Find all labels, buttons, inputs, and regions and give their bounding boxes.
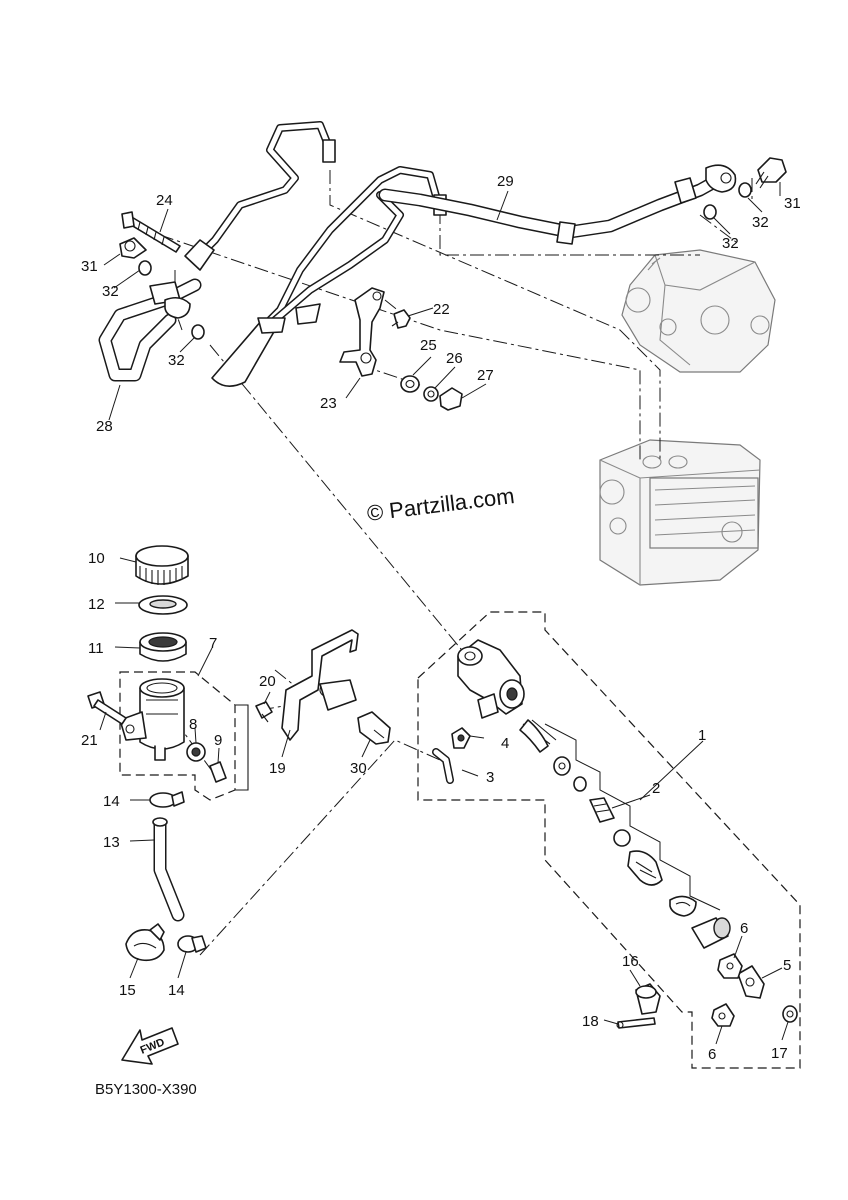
callout-12: 12: [88, 596, 105, 613]
abs-hydraulic-unit: [599, 439, 761, 586]
callout-1: 1: [698, 727, 706, 744]
bolt-22: [391, 309, 411, 329]
callout-6-lower: 6: [708, 1046, 716, 1063]
nut-27: [439, 387, 463, 411]
callout-26: 26: [446, 350, 463, 367]
gasket-32-a: [138, 260, 152, 276]
callout-8: 8: [189, 716, 197, 733]
reservoir-tank-7: [119, 678, 185, 761]
callout-9: 9: [214, 732, 222, 749]
callout-32-c: 32: [752, 214, 769, 231]
collar-9: [209, 761, 227, 783]
callout-31-left: 31: [81, 258, 98, 275]
bracket-19: [281, 629, 359, 741]
callout-25: 25: [420, 337, 437, 354]
hose-joint-3: [432, 748, 454, 784]
union-bolt-31-left: [119, 237, 147, 259]
assembly-outline-1: [417, 611, 801, 1069]
master-cylinder-body-1: [457, 639, 525, 719]
callout-15: 15: [119, 982, 136, 999]
hose-clamp-14-top: [149, 791, 185, 808]
diaphragm-plate-12: [138, 595, 188, 615]
cotter-pin-18: [616, 1017, 656, 1029]
callout-10: 10: [88, 550, 105, 567]
collar-26: [423, 386, 439, 402]
cylinder-kit-2: [519, 719, 731, 949]
reservoir-hose-13: [152, 817, 185, 922]
reservoir-cap-10: [135, 545, 189, 585]
union-bolt-31-right: [755, 157, 787, 189]
callout-21: 21: [81, 732, 98, 749]
callout-6-upper: 6: [740, 920, 748, 937]
grommet-8: [186, 742, 206, 762]
diaphragm-11: [139, 632, 187, 662]
callout-32-b: 32: [168, 352, 185, 369]
watermark: © Partzilla.com: [366, 483, 516, 526]
hose-clamp-15: [125, 923, 165, 962]
bolt-21: [87, 691, 127, 725]
callout-28: 28: [96, 418, 113, 435]
callout-31-right: 31: [784, 195, 801, 212]
washer-17: [782, 1005, 798, 1023]
callout-labels: 1 2 3 4 5 6 6 7 8 9 10 11 12 13 14 14 15…: [81, 173, 801, 1063]
callout-29: 29: [497, 173, 514, 190]
brake-hose-28: [98, 278, 202, 382]
union-bolt-24: [121, 211, 181, 253]
rear-brake-caliper: [621, 249, 776, 373]
callout-32-d: 32: [722, 235, 739, 252]
diagram-code: B5Y1300-X390: [95, 1081, 197, 1098]
bolt-20: [255, 701, 273, 723]
callout-20: 20: [259, 673, 276, 690]
callout-19: 19: [269, 760, 286, 777]
callout-3: 3: [486, 769, 494, 786]
callout-11: 11: [88, 640, 104, 657]
diaphragm-guide-lines: [544, 723, 721, 911]
callout-18: 18: [582, 1013, 599, 1030]
gasket-32-c: [738, 182, 752, 198]
callout-14-upper: 14: [103, 793, 120, 810]
hose-clamp-14-bottom: [177, 935, 207, 953]
nut-6-lower: [711, 1003, 735, 1027]
callout-14-lower: 14: [168, 982, 185, 999]
callout-4: 4: [501, 735, 509, 752]
pin-16: [635, 983, 661, 1015]
brake-hose-29: [378, 164, 737, 245]
callout-30: 30: [350, 760, 367, 777]
callout-22: 22: [433, 301, 450, 318]
grommet-25: [400, 375, 420, 393]
circlip-4: [451, 727, 471, 749]
callout-5: 5: [783, 957, 791, 974]
callout-27: 27: [477, 367, 494, 384]
push-rod-5: [737, 965, 765, 999]
callout-7: 7: [209, 635, 217, 652]
hose-bracket-23: [339, 287, 385, 377]
nut-6-upper: [717, 953, 743, 979]
callout-32-a: 32: [102, 283, 119, 300]
gasket-32-b: [191, 324, 205, 340]
callout-2: 2: [652, 780, 660, 797]
callout-17: 17: [771, 1045, 788, 1062]
brake-light-switch-30: [357, 711, 391, 745]
callout-13: 13: [103, 834, 120, 851]
callout-24: 24: [156, 192, 173, 209]
assembly-outline-7: [119, 671, 236, 801]
fwd-arrow-icon: FWD: [121, 1027, 179, 1065]
callout-23: 23: [320, 395, 337, 412]
brake-pipe-assembly: [184, 121, 447, 387]
callout-16: 16: [622, 953, 639, 970]
gasket-32-d: [703, 204, 717, 220]
callout-leaders: [99, 182, 789, 1045]
